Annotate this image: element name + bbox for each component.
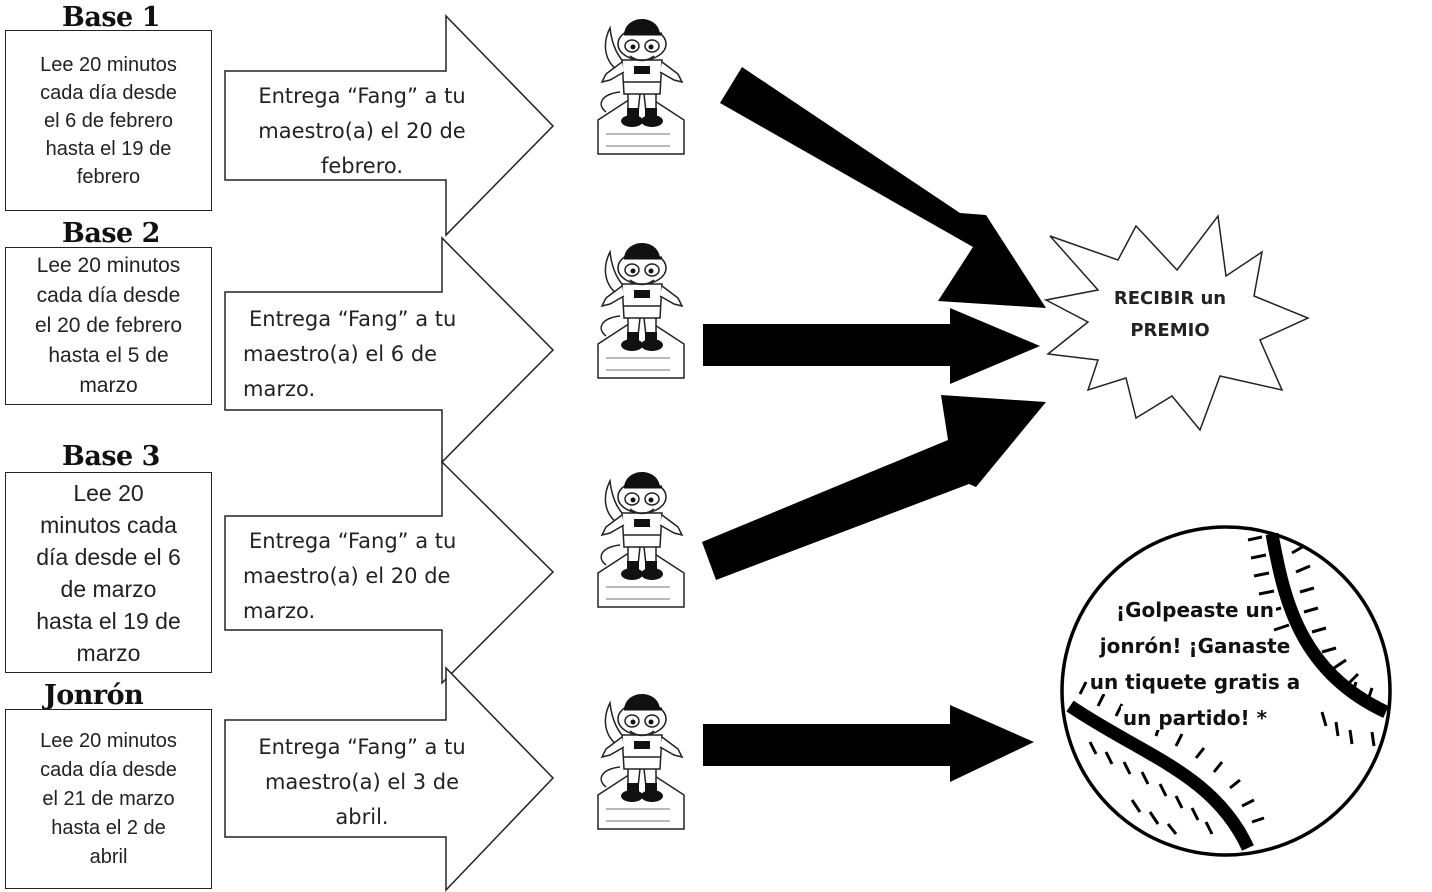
reading-line: Lee 20 minutos bbox=[36, 254, 181, 277]
prize-line: PREMIO bbox=[1130, 320, 1210, 341]
reading-line: hasta el 19 de bbox=[45, 137, 172, 160]
reading-line: marzo bbox=[76, 639, 141, 666]
deliver-arrow-1 bbox=[224, 14, 555, 237]
deliver-line: febrero. bbox=[320, 154, 404, 178]
reading-line: Lee 20 bbox=[73, 479, 144, 506]
deliver-arrow-3 bbox=[224, 460, 555, 685]
reading-line: el 20 de febrero bbox=[34, 314, 183, 337]
reading-line: abril bbox=[89, 845, 128, 868]
reading-line: de marzo bbox=[60, 575, 157, 602]
base-1-title: Base 1 bbox=[62, 2, 160, 33]
reading-line: minutos cada bbox=[40, 511, 177, 538]
base-3-title: Base 3 bbox=[62, 441, 160, 472]
jonron-title: Jonrón bbox=[44, 680, 144, 711]
deliver-line: maestro(a) el 6 de bbox=[243, 342, 438, 366]
fang-mascot-icon-2 bbox=[596, 241, 686, 380]
homerun-text: ¡Golpeaste un jonrón! ¡Ganaste un tiquet… bbox=[1075, 592, 1315, 736]
black-arrow-right bbox=[703, 308, 1040, 384]
prize-text: RECIBIR un PREMIO bbox=[1100, 283, 1240, 347]
deliver-line: Entrega “Fang” a tu bbox=[258, 735, 466, 759]
homerun-line: jonrón! ¡Ganaste bbox=[1097, 634, 1293, 658]
reading-line: cada día desde bbox=[40, 81, 177, 104]
reading-line: cada día desde bbox=[40, 758, 177, 781]
reading-line: hasta el 5 de bbox=[48, 344, 169, 367]
deliver-text-1: Entrega “Fang” a tu maestro(a) el 20 de … bbox=[234, 79, 490, 184]
deliver-line: Entrega “Fang” a tu bbox=[249, 529, 457, 553]
fang-mascot-icon-1 bbox=[596, 17, 686, 156]
jonron-reading-box: Lee 20 minutos cada día desde el 21 de m… bbox=[5, 709, 212, 889]
reading-line: Lee 20 minutos bbox=[40, 729, 177, 752]
deliver-text-3: Entrega “Fang” a tu maestro(a) el 20 de … bbox=[243, 524, 473, 629]
reading-line: marzo bbox=[79, 374, 138, 397]
reading-line: Lee 20 minutos bbox=[40, 53, 177, 76]
deliver-line: Entrega “Fang” a tu bbox=[249, 307, 457, 331]
reading-line: el 6 de febrero bbox=[44, 109, 173, 132]
prize-line: RECIBIR un bbox=[1113, 288, 1227, 309]
black-arrow-up-right bbox=[702, 395, 1046, 580]
deliver-text-4: Entrega “Fang” a tu maestro(a) el 3 de a… bbox=[234, 730, 490, 835]
deliver-line: maestro(a) el 20 de bbox=[258, 119, 466, 143]
reading-line: cada día desde bbox=[36, 284, 181, 307]
reading-line: el 21 de marzo bbox=[42, 787, 175, 810]
deliver-line: maestro(a) el 20 de bbox=[243, 564, 451, 588]
base-1-reading-box: Lee 20 minutos cada día desde el 6 de fe… bbox=[5, 30, 212, 211]
homerun-line: un tiquete gratis a bbox=[1087, 670, 1303, 694]
deliver-line: maestro(a) el 3 de bbox=[264, 770, 460, 794]
fang-mascot-icon-3 bbox=[596, 470, 686, 609]
reading-line: día desde el 6 bbox=[36, 543, 181, 570]
black-arrow-homerun bbox=[703, 705, 1034, 782]
base-2-title: Base 2 bbox=[62, 218, 160, 249]
homerun-line: ¡Golpeaste un bbox=[1114, 598, 1276, 622]
deliver-line: Entrega “Fang” a tu bbox=[258, 84, 466, 108]
reading-line: febrero bbox=[76, 165, 141, 188]
deliver-text-2: Entrega “Fang” a tu maestro(a) el 6 de m… bbox=[243, 302, 473, 407]
reading-line: hasta el 2 de bbox=[51, 816, 166, 839]
prize-starburst bbox=[1043, 214, 1310, 432]
deliver-line: marzo. bbox=[243, 377, 316, 401]
base-2-reading-box: Lee 20 minutos cada día desde el 20 de f… bbox=[5, 247, 212, 405]
reading-line: hasta el 19 de bbox=[36, 607, 181, 634]
homerun-line: un partido! * bbox=[1120, 706, 1270, 730]
fang-mascot-icon-4 bbox=[596, 692, 686, 831]
black-arrow-down-right bbox=[720, 67, 1046, 308]
deliver-line: abril. bbox=[335, 805, 389, 829]
base-3-reading-box: Lee 20 minutos cada día desde el 6 de ma… bbox=[5, 472, 212, 673]
deliver-arrow-4 bbox=[224, 666, 555, 892]
deliver-line: marzo. bbox=[243, 599, 316, 623]
deliver-arrow-2 bbox=[224, 236, 555, 464]
